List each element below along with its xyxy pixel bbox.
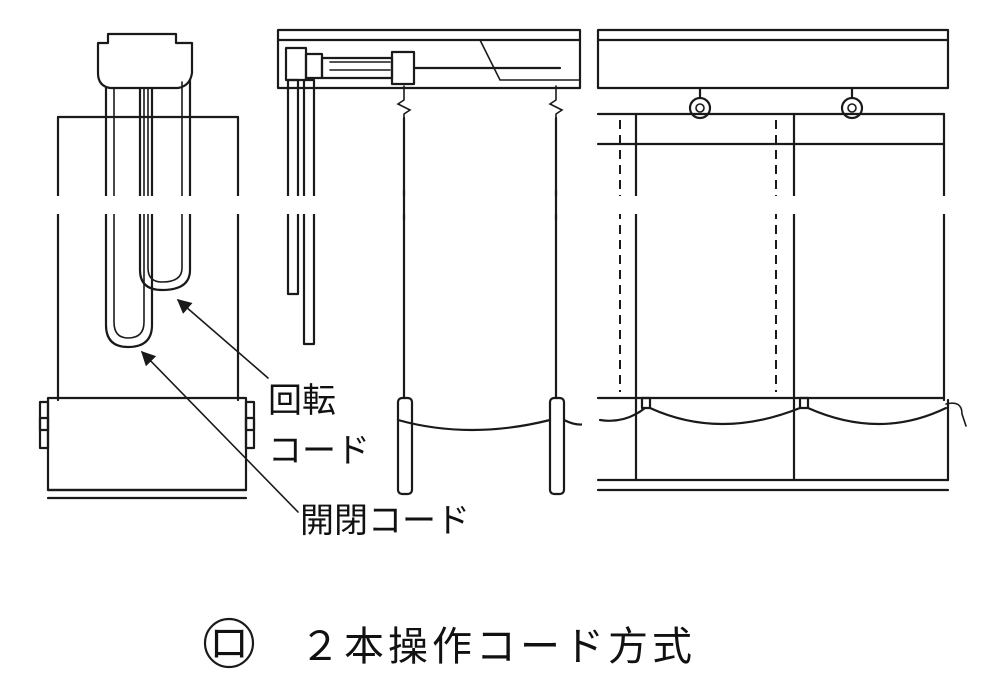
side-view — [30, 32, 299, 513]
head-rail — [276, 28, 582, 90]
cord-tassel — [548, 396, 566, 496]
rotation-cord-left — [138, 78, 192, 292]
cord-tassel — [396, 396, 414, 496]
caption-text: ２本操作コード方式 — [300, 624, 696, 670]
front-head-rail — [596, 28, 950, 90]
label-rotation-cord-line1: 回転 — [268, 381, 336, 421]
head-box — [96, 32, 194, 90]
caption-marker-circle — [203, 617, 255, 669]
front-view — [596, 28, 967, 492]
label-rotation-cord-line2: コード — [268, 431, 370, 471]
label-open-close-cord: 開閉コード — [300, 501, 470, 541]
rotation-rod — [286, 78, 300, 296]
open-close-cord-left — [104, 86, 154, 349]
bottom-bar — [46, 396, 248, 492]
middle-view — [276, 28, 592, 496]
caption-marker: ロ — [209, 621, 249, 667]
